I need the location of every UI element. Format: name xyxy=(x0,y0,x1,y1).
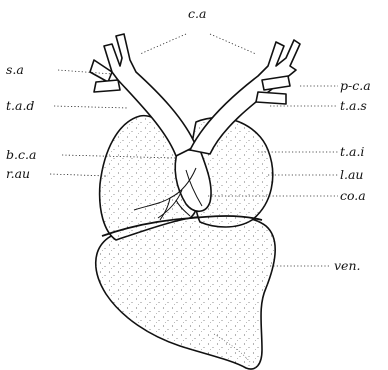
label-sa: s.a xyxy=(6,62,24,77)
label-tai: t.a.i xyxy=(340,144,364,159)
label-tad: t.a.d xyxy=(6,98,34,113)
label-pca: p-c.a xyxy=(340,78,371,93)
label-rau: r.au xyxy=(6,166,30,181)
label-ven: ven. xyxy=(334,258,360,273)
label-bca: b.c.a xyxy=(6,147,36,162)
label-coa: co.a xyxy=(340,188,366,203)
label-ca: c.a xyxy=(188,6,206,21)
label-lau: l.au xyxy=(340,167,363,182)
label-tas: t.a.s xyxy=(340,98,367,113)
